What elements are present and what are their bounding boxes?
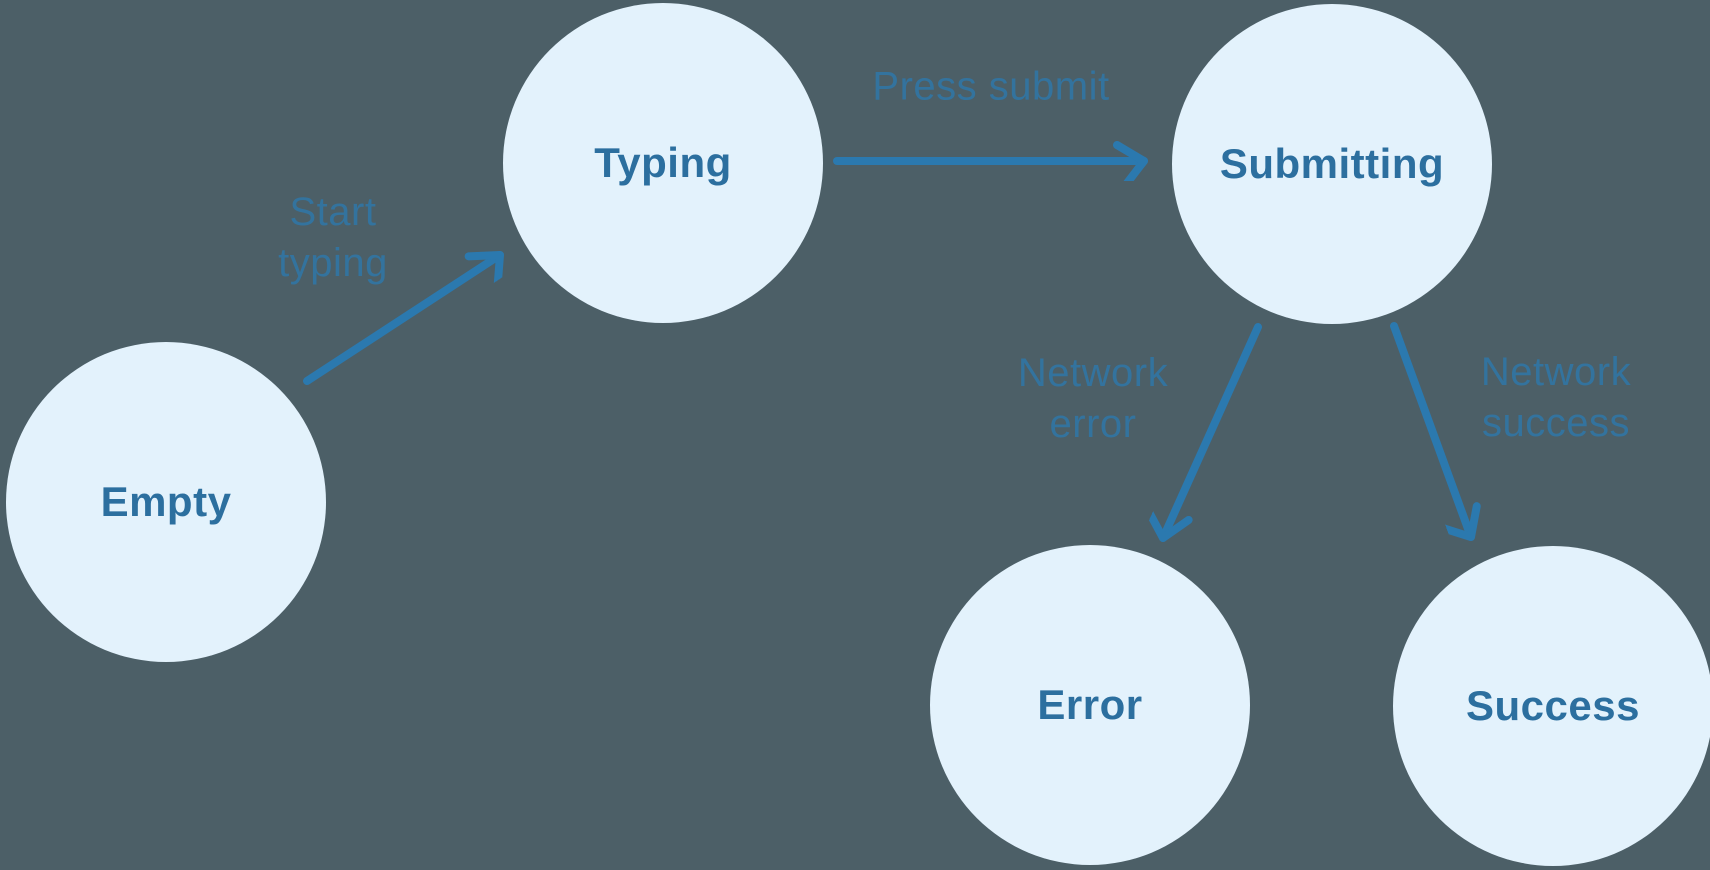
- state-label-success: Success: [1466, 682, 1640, 729]
- state-label-error: Error: [1037, 681, 1143, 728]
- arrow-submitting-to-success: [1390, 322, 1471, 541]
- edge-label-network-error: Network error: [1017, 350, 1169, 446]
- edge-label-network-success: Network success: [1480, 349, 1632, 445]
- edge-label-press-submit: Press submit: [872, 64, 1110, 109]
- state-node-empty: Empty: [6, 342, 326, 662]
- state-node-error: Error: [930, 545, 1250, 865]
- edge-label-start-typing: Start typing: [278, 189, 388, 285]
- state-label-submitting: Submitting: [1219, 140, 1445, 187]
- state-label-empty: Empty: [100, 478, 232, 525]
- state-label-typing: Typing: [594, 139, 732, 186]
- state-node-submitting: Submitting: [1172, 4, 1492, 324]
- state-node-success: Success: [1393, 546, 1710, 866]
- arrow-submitting-to-error: [1163, 323, 1262, 542]
- state-node-typing: Typing: [503, 3, 823, 323]
- arrow-empty-to-typing: [303, 251, 504, 385]
